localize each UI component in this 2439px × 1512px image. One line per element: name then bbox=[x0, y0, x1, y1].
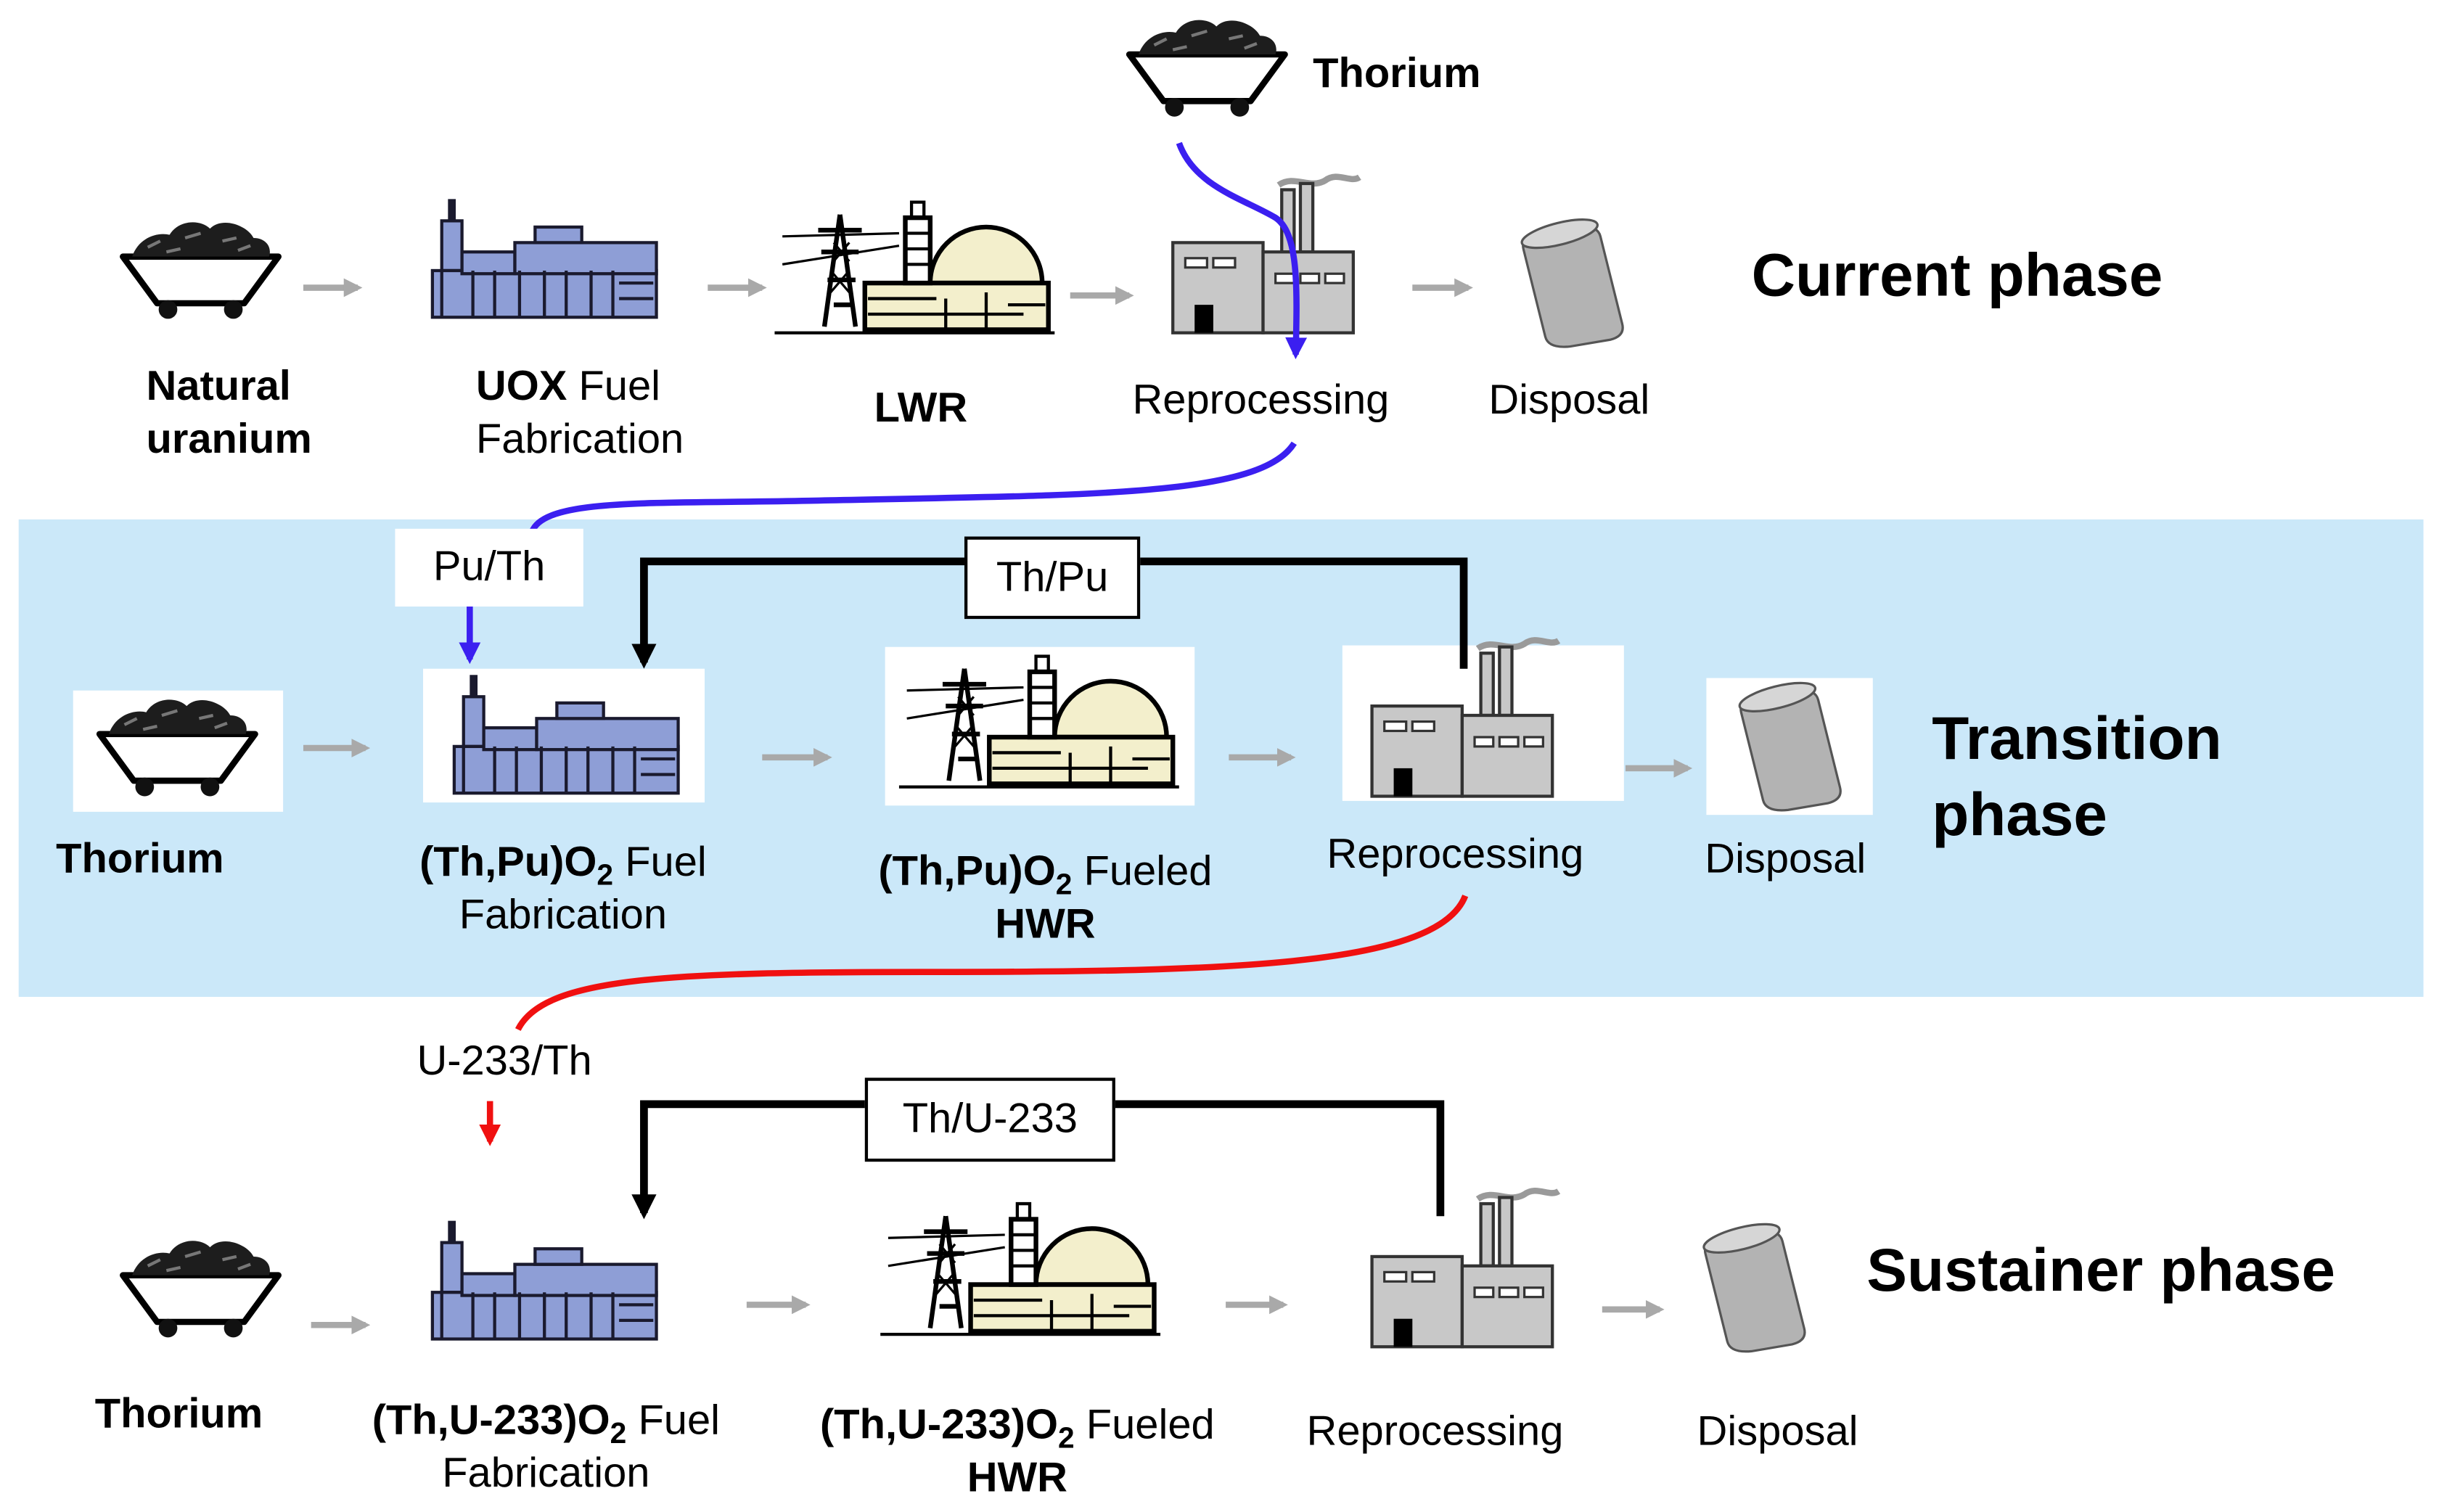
fuel-plant-icon bbox=[433, 199, 657, 317]
reactor-icon bbox=[774, 202, 1054, 333]
sustainer-phase-title: Sustainer phase bbox=[1866, 1238, 2335, 1305]
waste-drum-icon bbox=[1700, 1217, 1809, 1361]
waste-drum-icon bbox=[1518, 213, 1627, 356]
lwr-label: LWR bbox=[874, 384, 968, 431]
reactor-icon bbox=[899, 657, 1179, 787]
ore-cart-icon bbox=[99, 699, 255, 796]
reactor-icon bbox=[880, 1204, 1160, 1334]
reprocessing-plant-icon bbox=[1173, 177, 1359, 333]
disposal-label: Disposal bbox=[1697, 1407, 1858, 1455]
thorium-label: Thorium bbox=[94, 1390, 263, 1437]
plutonium-flow bbox=[529, 441, 1298, 533]
ore-cart-icon bbox=[123, 222, 278, 319]
thorium-cart-icon bbox=[1129, 20, 1284, 117]
reprocessing-label: Reprocessing bbox=[1306, 1407, 1564, 1455]
reprocessing-label: Reprocessing bbox=[1327, 830, 1584, 877]
pu-th-feed-label: Pu/Th bbox=[395, 528, 583, 607]
disposal-label: Disposal bbox=[1488, 376, 1650, 424]
reprocessing-label: Reprocessing bbox=[1132, 376, 1390, 424]
disposal-label: Disposal bbox=[1705, 835, 1866, 882]
waste-drum-icon bbox=[1736, 675, 1845, 820]
ore-cart-icon bbox=[123, 1241, 278, 1337]
process-arrows bbox=[303, 278, 1693, 1335]
current-phase-title: Current phase bbox=[1751, 242, 2163, 310]
fuel-plant-icon bbox=[454, 675, 679, 793]
thorium-label: Thorium bbox=[56, 835, 224, 882]
reprocessing-plant-icon bbox=[1372, 1191, 1559, 1347]
thorium-source-label: Thorium bbox=[1313, 49, 1481, 96]
th-pu-recycle-label: Th/Pu bbox=[964, 536, 1141, 620]
u233-flow bbox=[515, 895, 1469, 1031]
u233-th-feed-label: U-233/Th bbox=[417, 1037, 592, 1085]
thorium-feed-flow bbox=[1176, 141, 1308, 360]
th-u233-recycle-label: Th/U-233 bbox=[864, 1077, 1115, 1162]
fuel-plant-icon bbox=[433, 1221, 657, 1339]
